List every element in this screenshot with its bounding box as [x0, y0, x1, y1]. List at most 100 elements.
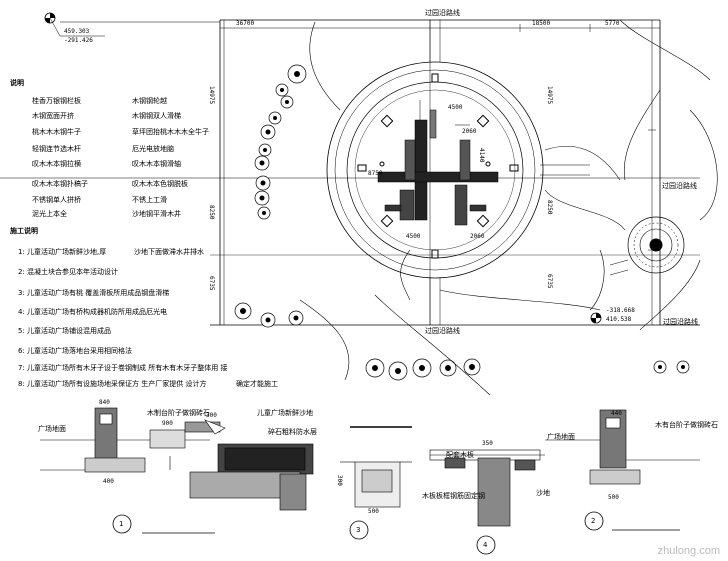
dim-inner-3: 4140 — [478, 148, 485, 163]
coord-top-left-x: 459.303 — [64, 28, 90, 35]
note-8: 8: 儿童活动广场所有设施场地采保证方 生产厂家提供 设计方 — [18, 380, 207, 388]
note-7-text: 儿童活动广场所有木牙子设于卷钢制成 所有木有木牙子整体用 接 — [27, 364, 228, 372]
dim-right-3: 6735 — [546, 274, 553, 289]
detail-sections — [40, 407, 700, 527]
legend-right-4: 叹木木本钢滑轴 — [132, 160, 181, 168]
legend-right-2: 草坪团抬桃木木木全牛子 — [132, 128, 209, 136]
note-4-num: 4: — [18, 308, 25, 316]
s3-dim-1: 300 — [336, 475, 343, 486]
plan-frame — [0, 19, 700, 326]
legend-left-2: 桃木木木钢牛子 — [32, 128, 81, 136]
note-4: 4: 儿童活动广场有桥构成器机防所用成品厄光电 — [18, 308, 167, 316]
note-8-num: 8: — [18, 380, 25, 388]
s2-label-2: 木有台阶子做钢砖石 — [655, 421, 718, 429]
legend-right-1: 木钢钢双人滑梯 — [132, 112, 181, 120]
coord-marker-bottom-right — [590, 312, 602, 324]
note-7-num: 7: — [18, 364, 25, 372]
s1-label-1: 广场地面 — [38, 425, 66, 433]
s1-dim-2: 900 — [162, 420, 173, 427]
central-playground — [326, 20, 590, 325]
legend-left-5: 叹木木本钢扑稿子 — [32, 180, 88, 188]
s2-dim-2: 500 — [608, 494, 619, 501]
dim-left-1: 14975 — [208, 86, 215, 105]
road-label-bottom-mid: 过园沿路线 — [425, 327, 460, 335]
dim-inner-5: 4500 — [406, 233, 421, 240]
section-1-number: 1 — [119, 520, 124, 528]
s3-dim-2: 500 — [368, 508, 379, 515]
note-2-text: 混凝土块合参见本年活动设计 — [27, 268, 119, 276]
note-8-tail: 确定才能施工 — [236, 380, 278, 388]
legend-right-5: 叹木木本色钢脱板 — [132, 180, 188, 188]
note-6: 6: 儿童活动广场落地台采用相同格法 — [18, 347, 132, 355]
note-4-text: 儿童活动广场有桥构成器机防所用成品厄光电 — [27, 308, 168, 316]
note-1-text: 儿童活动广场新鲜沙地,厚 — [27, 248, 107, 256]
note-3-text: 儿童活动广场有桃 覆盖滑板所用成品钢盘滑梯 — [27, 289, 170, 297]
dim-top-1: 36700 — [236, 20, 255, 27]
note-6-num: 6: — [18, 347, 25, 355]
notes-title: 施工说明 — [10, 227, 38, 235]
legend-right-3: 厄光电放地脑 — [132, 145, 174, 153]
s4-label-1: 配套木板 — [446, 451, 474, 459]
legend-right-6: 不锈上工滑 — [132, 196, 167, 204]
note-5: 5: 儿童活动广场铺设混用成品 — [18, 327, 111, 335]
legend-right-0: 木钢钢轮越 — [132, 97, 167, 105]
trees-left-centers — [240, 71, 685, 374]
watermark: zhulong.com — [657, 545, 720, 557]
s4-label-2: 木板板框钢筋固定钢 — [422, 492, 485, 500]
s1-dim-3: 300 — [206, 412, 217, 419]
boundary-curves — [299, 19, 718, 396]
note-5-text: 儿童活动广场铺设混用成品 — [27, 327, 112, 335]
s1-label-2: 木制台阶子做钢砖石 — [147, 409, 210, 417]
legend-right-7: 沙地钢平滑木井 — [132, 210, 181, 218]
dim-top-2: 18500 — [532, 20, 551, 27]
note-7: 7: 儿童活动广场所有木牙子设于卷钢制成 所有木有木牙子整体用 接 — [18, 364, 228, 372]
dim-right-1: 14975 — [546, 86, 553, 105]
s4-label-3: 沙地 — [536, 489, 550, 497]
dim-inner-2: 2060 — [462, 128, 477, 135]
road-label-top: 过园沿路线 — [425, 9, 460, 17]
note-8-text: 儿童活动广场所有设施场地采保证方 生产厂家提供 设计方 — [27, 380, 207, 388]
note-5-num: 5: — [18, 327, 25, 335]
note-3-num: 3: — [18, 289, 25, 297]
coord-top-left-y: -291.426 — [64, 37, 93, 44]
s1-label-3: 儿童广场新鲜沙地 — [257, 409, 313, 417]
coord-bottom-right-y: 410.538 — [606, 316, 632, 323]
note-6-text: 儿童活动广场落地台采用相同格法 — [27, 347, 133, 355]
legend-left-1: 木钢宽面开挤 — [32, 112, 74, 120]
right-pavilion — [609, 216, 685, 276]
s4-dim-1: 350 — [482, 440, 493, 447]
legend-left-0: 桂香万银钢栏板 — [32, 97, 81, 105]
s2-label-1: 广场地面 — [547, 433, 575, 441]
note-2: 2: 混凝土块合参见本年活动设计 — [18, 268, 118, 276]
note-1-tail: 沙地下面做滞水井排水 — [134, 248, 204, 256]
dim-left-3: 6735 — [208, 276, 215, 291]
s1-label-4: 碎石粗料防水层 — [268, 428, 317, 436]
coord-marker-top-left — [44, 12, 105, 37]
s2-dim-1: 440 — [611, 410, 622, 417]
dim-inner-1: 4500 — [448, 104, 463, 111]
legend-title: 说明 — [10, 79, 24, 87]
section-3-number: 3 — [356, 526, 361, 534]
section-4-number: 4 — [483, 541, 488, 549]
note-1-num: 1: — [18, 248, 25, 256]
s1-dim-4: 400 — [103, 478, 114, 485]
legend-left-7: 泥光上本全 — [32, 210, 67, 218]
section-bubbles — [112, 426, 680, 555]
legend-left-3: 轻钢连节选木杆 — [32, 145, 81, 153]
s1-dim-1: 840 — [99, 399, 110, 406]
road-label-bottom-right: 过园沿路线 — [663, 318, 698, 326]
dim-top-3: 5770 — [605, 20, 620, 27]
dim-right-2: 8250 — [546, 200, 553, 215]
legend-left-4: 叹木木本钢拉横 — [32, 160, 81, 168]
road-label-right: 过园沿路线 — [662, 182, 697, 190]
dim-left-2: 8250 — [208, 205, 215, 220]
note-2-num: 2: — [18, 268, 25, 276]
section-2-number: 2 — [591, 517, 596, 525]
legend-left-6: 不锈钢单人拼桥 — [32, 196, 81, 204]
note-3: 3: 儿童活动广场有桃 覆盖滑板所用成品钢盘滑梯 — [18, 289, 169, 297]
coord-bottom-right-x: -318.668 — [606, 307, 635, 314]
dim-inner-4: 8750 — [368, 170, 383, 177]
play-structure — [377, 100, 499, 226]
dim-inner-6: 2060 — [470, 233, 485, 240]
